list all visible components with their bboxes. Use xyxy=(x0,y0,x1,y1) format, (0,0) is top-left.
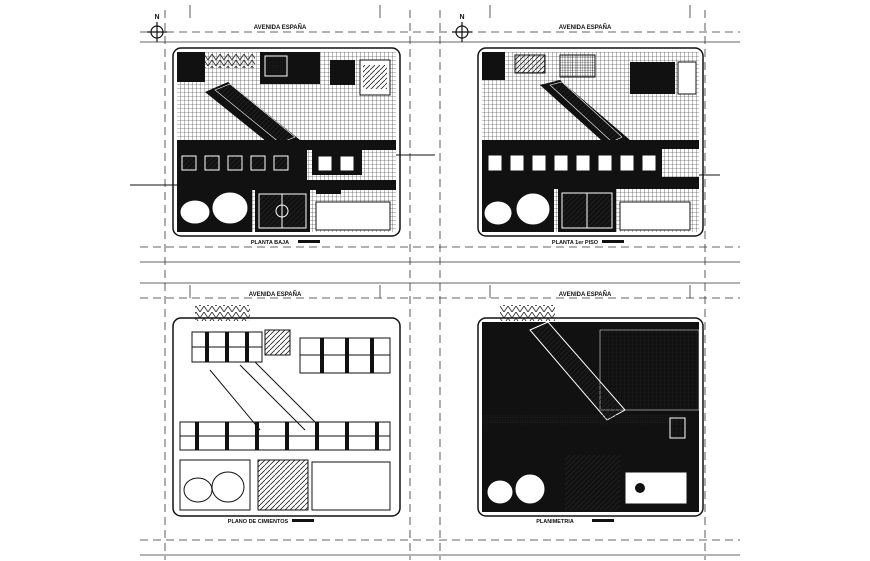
scale-bar-2 xyxy=(602,240,624,243)
scale-bar-3 xyxy=(292,519,314,522)
panel-title-3: PLANO DE CIMIENTOS xyxy=(228,519,289,525)
panel-planimetria xyxy=(477,305,704,517)
street-label-3: AVENIDA ESPAÑA xyxy=(249,291,302,298)
north-label-2: N xyxy=(459,14,464,21)
panel-plano-de-cimientos xyxy=(172,305,401,517)
north-arrow-icon xyxy=(147,22,472,42)
scale-bar-4 xyxy=(592,519,614,522)
panel-planta-1er-piso xyxy=(477,47,720,237)
north-label-1: N xyxy=(154,14,159,21)
panel-title-4: PLANIMETRIA xyxy=(536,519,574,525)
panel-planta-baja xyxy=(130,47,435,237)
panel-title-1: PLANTA BAJA xyxy=(251,240,289,246)
street-grid xyxy=(140,5,740,560)
panel-title-2: PLANTA 1er PISO xyxy=(552,240,599,246)
street-label-4: AVENIDA ESPAÑA xyxy=(559,291,612,298)
street-label-2: AVENIDA ESPAÑA xyxy=(559,24,612,31)
street-label-1: AVENIDA ESPAÑA xyxy=(254,24,307,31)
scale-bar-1 xyxy=(298,240,320,243)
